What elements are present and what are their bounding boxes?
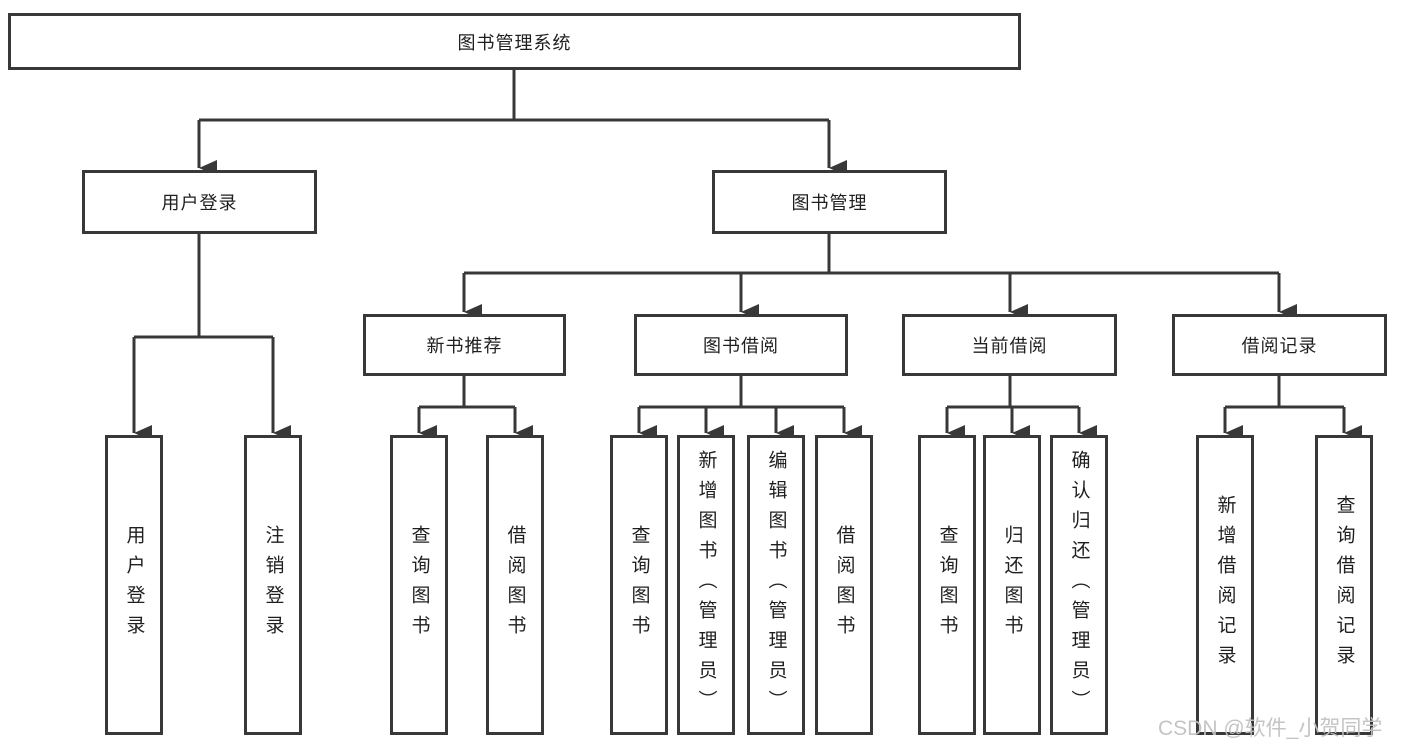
leaf-borrow-add-label: 新增图书（管理员） [695,450,717,720]
node-borrow-records-label: 借阅记录 [1241,336,1318,356]
node-user-login: 用户登录 [82,170,317,234]
leaf-borrow-borrow-label: 借阅图书 [833,525,855,645]
leaf-borrow-borrow: 借阅图书 [815,435,873,735]
leaf-logout: 注销登录 [244,435,302,735]
node-borrow-records: 借阅记录 [1172,314,1387,376]
node-root-label: 图书管理系统 [457,32,572,53]
connector-book-borrow [639,376,844,409]
leaf-current-query-label: 查询图书 [936,525,958,645]
leaf-user-login-label: 用户登录 [123,525,145,645]
leaf-user-login: 用户登录 [105,435,163,735]
connector-current-borrow [947,376,1079,409]
leaf-current-return-label: 归还图书 [1001,525,1023,645]
node-book-mgmt: 图书管理 [712,170,947,234]
leaf-record-query-label: 查询借阅记录 [1333,495,1355,675]
leaf-current-return: 归还图书 [983,435,1041,735]
leaf-current-confirm: 确认归还（管理员） [1050,435,1108,735]
leaf-newbooks-borrow-label: 借阅图书 [504,525,526,645]
connector-borrow-records [1225,376,1344,409]
node-book-borrow-label: 图书借阅 [703,336,779,356]
leaf-borrow-query: 查询图书 [610,435,668,735]
leaf-current-confirm-label: 确认归还（管理员） [1068,450,1090,720]
node-current-borrow-label: 当前借阅 [971,336,1048,356]
leaf-current-query: 查询图书 [918,435,976,735]
node-current-borrow: 当前借阅 [902,314,1117,376]
node-book-borrow: 图书借阅 [634,314,848,376]
leaf-borrow-edit: 编辑图书（管理员） [747,435,805,735]
node-root: 图书管理系统 [8,13,1021,70]
connector-new-books [419,376,515,409]
leaf-borrow-add: 新增图书（管理员） [677,435,735,735]
leaf-newbooks-query: 查询图书 [390,435,448,735]
leaf-record-add: 新增借阅记录 [1196,435,1254,735]
csdn-watermark: CSDN @软件_小贺同学 [1158,717,1383,740]
connector-user-login [134,234,273,339]
leaf-record-add-label: 新增借阅记录 [1214,495,1236,675]
connector-root [199,69,829,122]
leaf-logout-label: 注销登录 [262,525,284,645]
leaf-borrow-edit-label: 编辑图书（管理员） [765,450,787,720]
node-user-login-label: 用户登录 [161,193,238,213]
leaf-borrow-query-label: 查询图书 [628,525,650,645]
node-new-books-label: 新书推荐 [426,336,503,356]
node-new-books: 新书推荐 [363,314,566,376]
leaf-newbooks-borrow: 借阅图书 [486,435,544,735]
leaf-newbooks-query-label: 查询图书 [408,525,430,645]
connector-book-mgmt [464,234,1279,275]
leaf-record-query: 查询借阅记录 [1315,435,1373,735]
node-book-mgmt-label: 图书管理 [791,193,868,213]
